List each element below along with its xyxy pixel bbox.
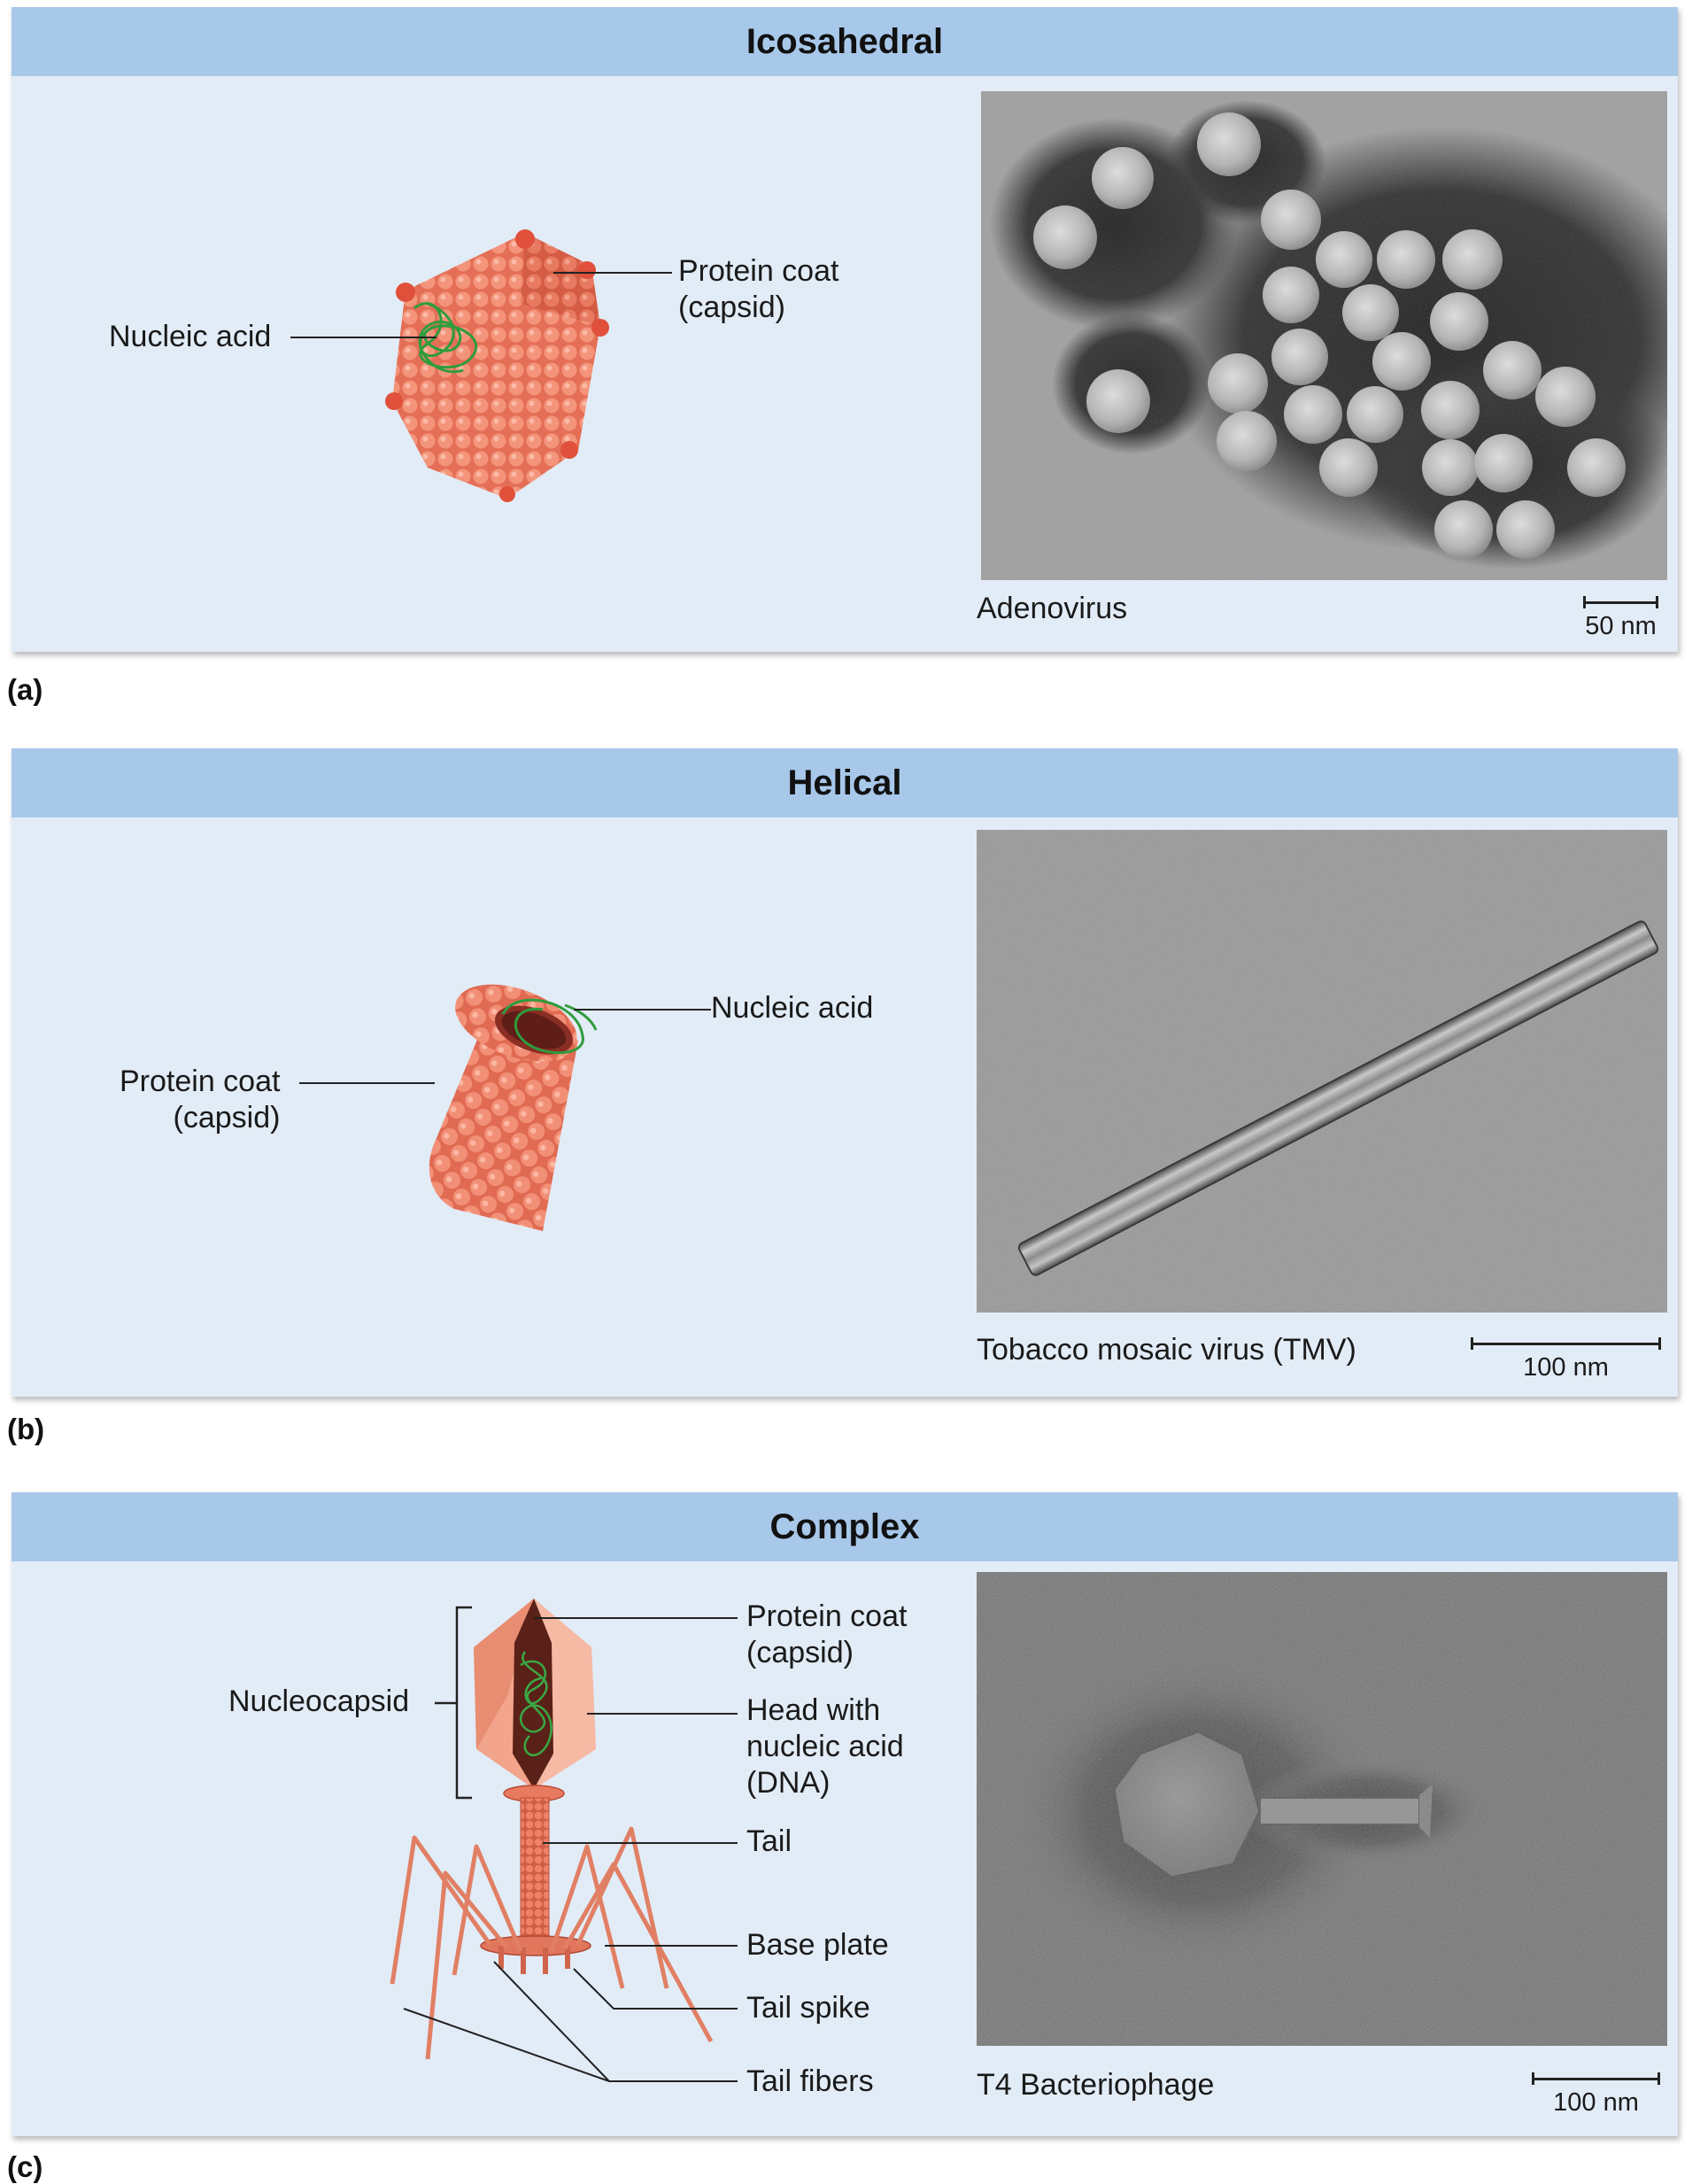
phage-tail — [504, 1785, 564, 1944]
panel-letter-a: (a) — [7, 673, 42, 707]
label-nucleocapsid: Nucleocapsid — [228, 1684, 409, 1720]
nucleocapsid-bracket — [435, 1607, 472, 1798]
phage-head — [474, 1599, 596, 1789]
label-protein-coat: Protein coat (capsid) — [120, 1064, 280, 1136]
phage-base-plate — [481, 1936, 591, 1974]
label-protein-coat: Protein coat (capsid) — [678, 253, 838, 326]
scale-bar-100nm: 100 nm — [1532, 2072, 1660, 2117]
scale-bar-50nm: 50 nm — [1583, 596, 1658, 640]
scale-bar-line — [1532, 2072, 1660, 2085]
scale-bar-100nm: 100 nm — [1471, 1337, 1661, 1382]
caption-t4: T4 Bacteriophage — [977, 2068, 1214, 2103]
t4-micrograph — [977, 1572, 1667, 2046]
caption-adenovirus: Adenovirus — [977, 592, 1127, 626]
panel-letter-b: (b) — [7, 1413, 44, 1446]
panel-icosahedral: Icosahedral — [12, 7, 1678, 652]
panel-helical: Helical Nucleic acid Protein coat (capsi… — [12, 748, 1678, 1397]
scale-bar-line — [1583, 596, 1658, 608]
label-base-plate: Base plate — [746, 1927, 889, 1963]
icosahedron-shape — [385, 229, 609, 502]
tmv-micrograph — [977, 830, 1667, 1313]
adenovirus-micrograph — [981, 91, 1667, 580]
label-head-with-nucleic-acid: Head with nucleic acid (DNA) — [746, 1692, 904, 1801]
panel-letter-c: (c) — [7, 2150, 42, 2184]
caption-tmv: Tobacco mosaic virus (TMV) — [977, 1333, 1356, 1367]
label-tail-spike: Tail spike — [746, 1990, 870, 2026]
label-protein-coat: Protein coat (capsid) — [746, 1599, 907, 1671]
label-tail-fibers: Tail fibers — [746, 2064, 874, 2100]
scale-bar-line — [1471, 1337, 1661, 1350]
label-tail: Tail — [746, 1824, 792, 1860]
label-nucleic-acid: Nucleic acid — [711, 990, 873, 1026]
label-nucleic-acid: Nucleic acid — [109, 319, 271, 355]
panel-complex: Complex — [12, 1492, 1678, 2136]
